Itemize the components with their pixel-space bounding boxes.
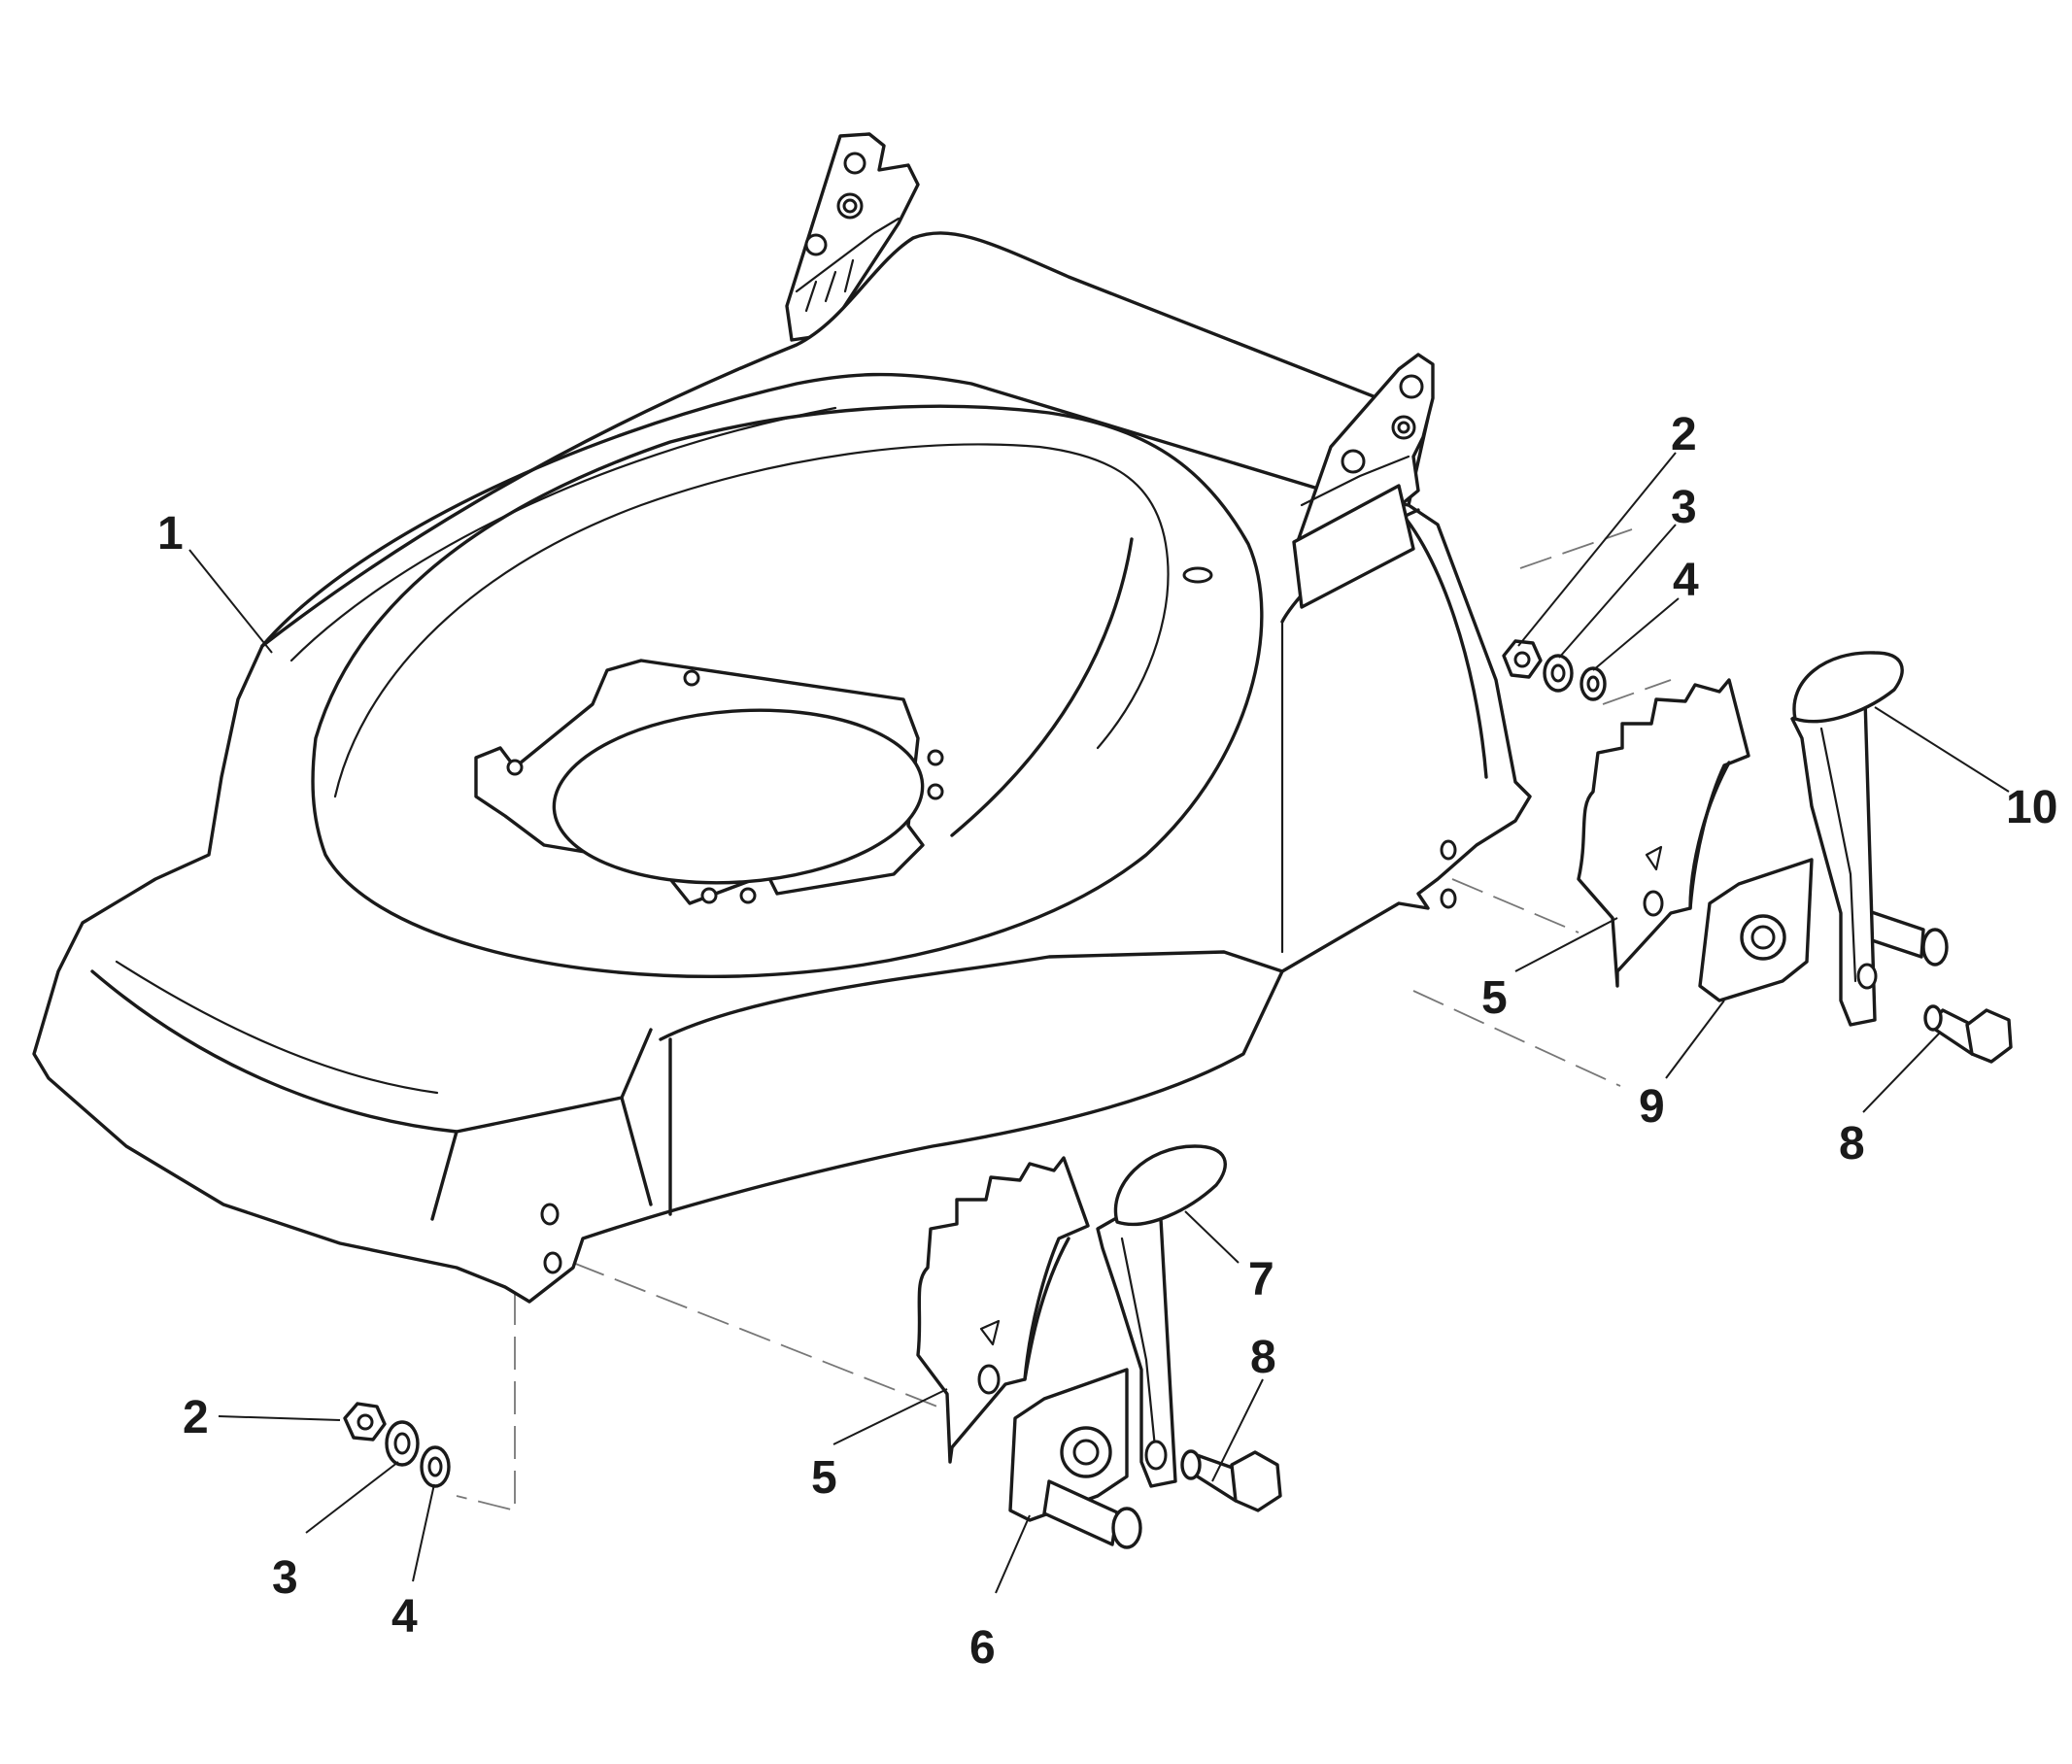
right-washer-b	[1579, 666, 1607, 701]
callout-4-right: 4	[1673, 555, 1699, 606]
left-wheel-bracket	[1008, 1368, 1142, 1549]
callout-4-left: 4	[391, 1591, 418, 1643]
callout-2-left: 2	[183, 1392, 209, 1443]
callout-9: 9	[1639, 1081, 1665, 1133]
callout-5-left: 5	[811, 1452, 837, 1504]
left-washer-a	[385, 1420, 420, 1467]
right-nut	[1502, 639, 1543, 679]
callout-2-right: 2	[1671, 409, 1697, 460]
right-lever	[1790, 651, 1904, 1027]
left-lever	[1096, 1144, 1227, 1488]
callout-10: 10	[2006, 782, 2057, 833]
callout-7: 7	[1248, 1254, 1274, 1306]
mower-deck	[32, 132, 1532, 1304]
callout-3-right: 3	[1671, 482, 1697, 533]
alignment-lines	[456, 528, 1672, 1512]
left-height-plate	[916, 1156, 1090, 1464]
callout-8-right: 8	[1839, 1118, 1865, 1170]
callout-8-left: 8	[1250, 1332, 1276, 1383]
callout-1: 1	[157, 508, 184, 560]
right-height-plate	[1577, 678, 1750, 988]
leader-lines	[188, 452, 2010, 1594]
right-wheel-bracket	[1698, 858, 1949, 1002]
left-nut	[343, 1402, 387, 1442]
left-bolt	[1180, 1449, 1282, 1512]
callout-6: 6	[969, 1622, 996, 1674]
left-washer-b	[420, 1445, 451, 1488]
callout-5-right: 5	[1481, 972, 1508, 1024]
right-bolt	[1923, 1004, 2013, 1064]
right-washer-a	[1543, 654, 1574, 693]
callout-labels: 1 2 3 4 10 5 9 8 7 8 2 3 4 5 6	[157, 409, 2057, 1674]
callout-3-left: 3	[272, 1552, 298, 1604]
